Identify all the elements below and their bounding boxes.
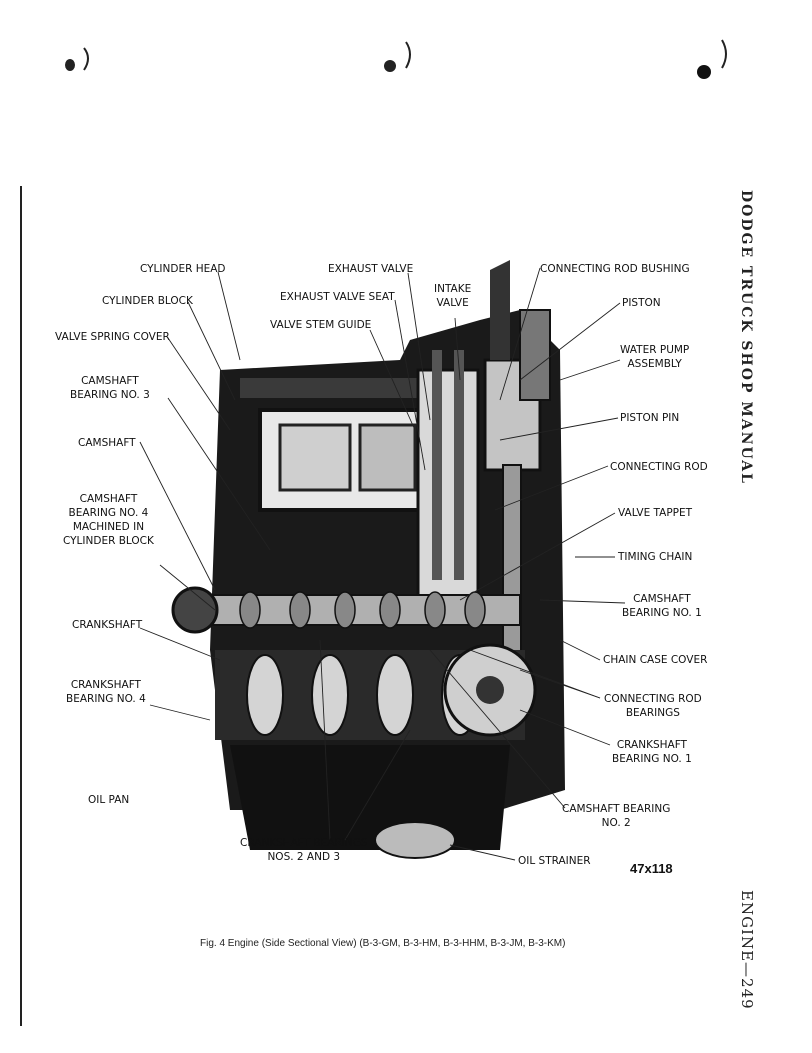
label-oil-strainer: OIL STRAINER <box>518 855 591 867</box>
label-cylinder-head: CYLINDER HEAD <box>140 263 226 275</box>
label-camshaft-bearing-2: CAMSHAFT BEARING NO. 2 <box>562 803 671 829</box>
punch-hole-center <box>384 41 411 72</box>
label-valve-spring-cover: VALVE SPRING COVER <box>55 331 170 343</box>
label-cylinder-block: CYLINDER BLOCK <box>102 295 193 307</box>
label-valve-tappet: VALVE TAPPET <box>618 507 693 519</box>
label-exhaust-valve-seat: EXHAUST VALVE SEAT <box>280 291 395 303</box>
label-camshaft-bearing-1: CAMSHAFT BEARING NO. 1 <box>622 593 702 619</box>
label-oil-pan: OIL PAN <box>88 794 130 806</box>
label-crankshaft-bearings-2-3: CRANKSHAFT BEARINGS NOS. 2 AND 3 <box>240 837 368 863</box>
label-crankshaft: CRANKSHAFT <box>72 619 143 631</box>
punch-hole-left <box>65 47 89 71</box>
label-piston: PISTON <box>622 297 661 309</box>
label-crankshaft-bearing-4: CRANKSHAFT BEARING NO. 4 <box>66 679 146 705</box>
label-connecting-rod-bearings: CONNECTING ROD BEARINGS <box>604 693 702 719</box>
label-valve-stem-guide: VALVE STEM GUIDE <box>270 319 372 331</box>
label-timing-chain: TIMING CHAIN <box>618 551 693 563</box>
punch-hole-right <box>697 39 727 79</box>
figure-caption: Fig. 4 Engine (Side Sectional View) (B-3… <box>200 938 566 949</box>
label-exhaust-valve: EXHAUST VALVE <box>328 263 414 275</box>
label-crankshaft-bearing-1: CRANKSHAFT BEARING NO. 1 <box>612 739 692 765</box>
label-connecting-rod: CONNECTING ROD <box>610 461 708 473</box>
label-camshaft-bearing-3: CAMSHAFT BEARING NO. 3 <box>70 375 150 401</box>
label-camshaft-bearing-4: CAMSHAFT BEARING NO. 4 MACHINED IN CYLIN… <box>63 493 154 547</box>
label-piston-pin: PISTON PIN <box>620 412 680 424</box>
label-connecting-rod-bushing: CONNECTING ROD BUSHING <box>540 263 690 275</box>
figure-number: 47x118 <box>630 861 673 876</box>
label-water-pump-assembly: WATER PUMP ASSEMBLY <box>620 344 690 370</box>
label-chain-case-cover: CHAIN CASE COVER <box>603 654 708 666</box>
left-margin-rule <box>20 186 22 1026</box>
label-camshaft: CAMSHAFT <box>78 437 136 449</box>
manual-title: DODGE TRUCK SHOP MANUAL <box>738 190 754 485</box>
engine-illustration <box>171 260 565 859</box>
page-footer: ENGINE—249 <box>738 890 756 1010</box>
label-intake-valve: INTAKE VALVE <box>434 283 472 309</box>
